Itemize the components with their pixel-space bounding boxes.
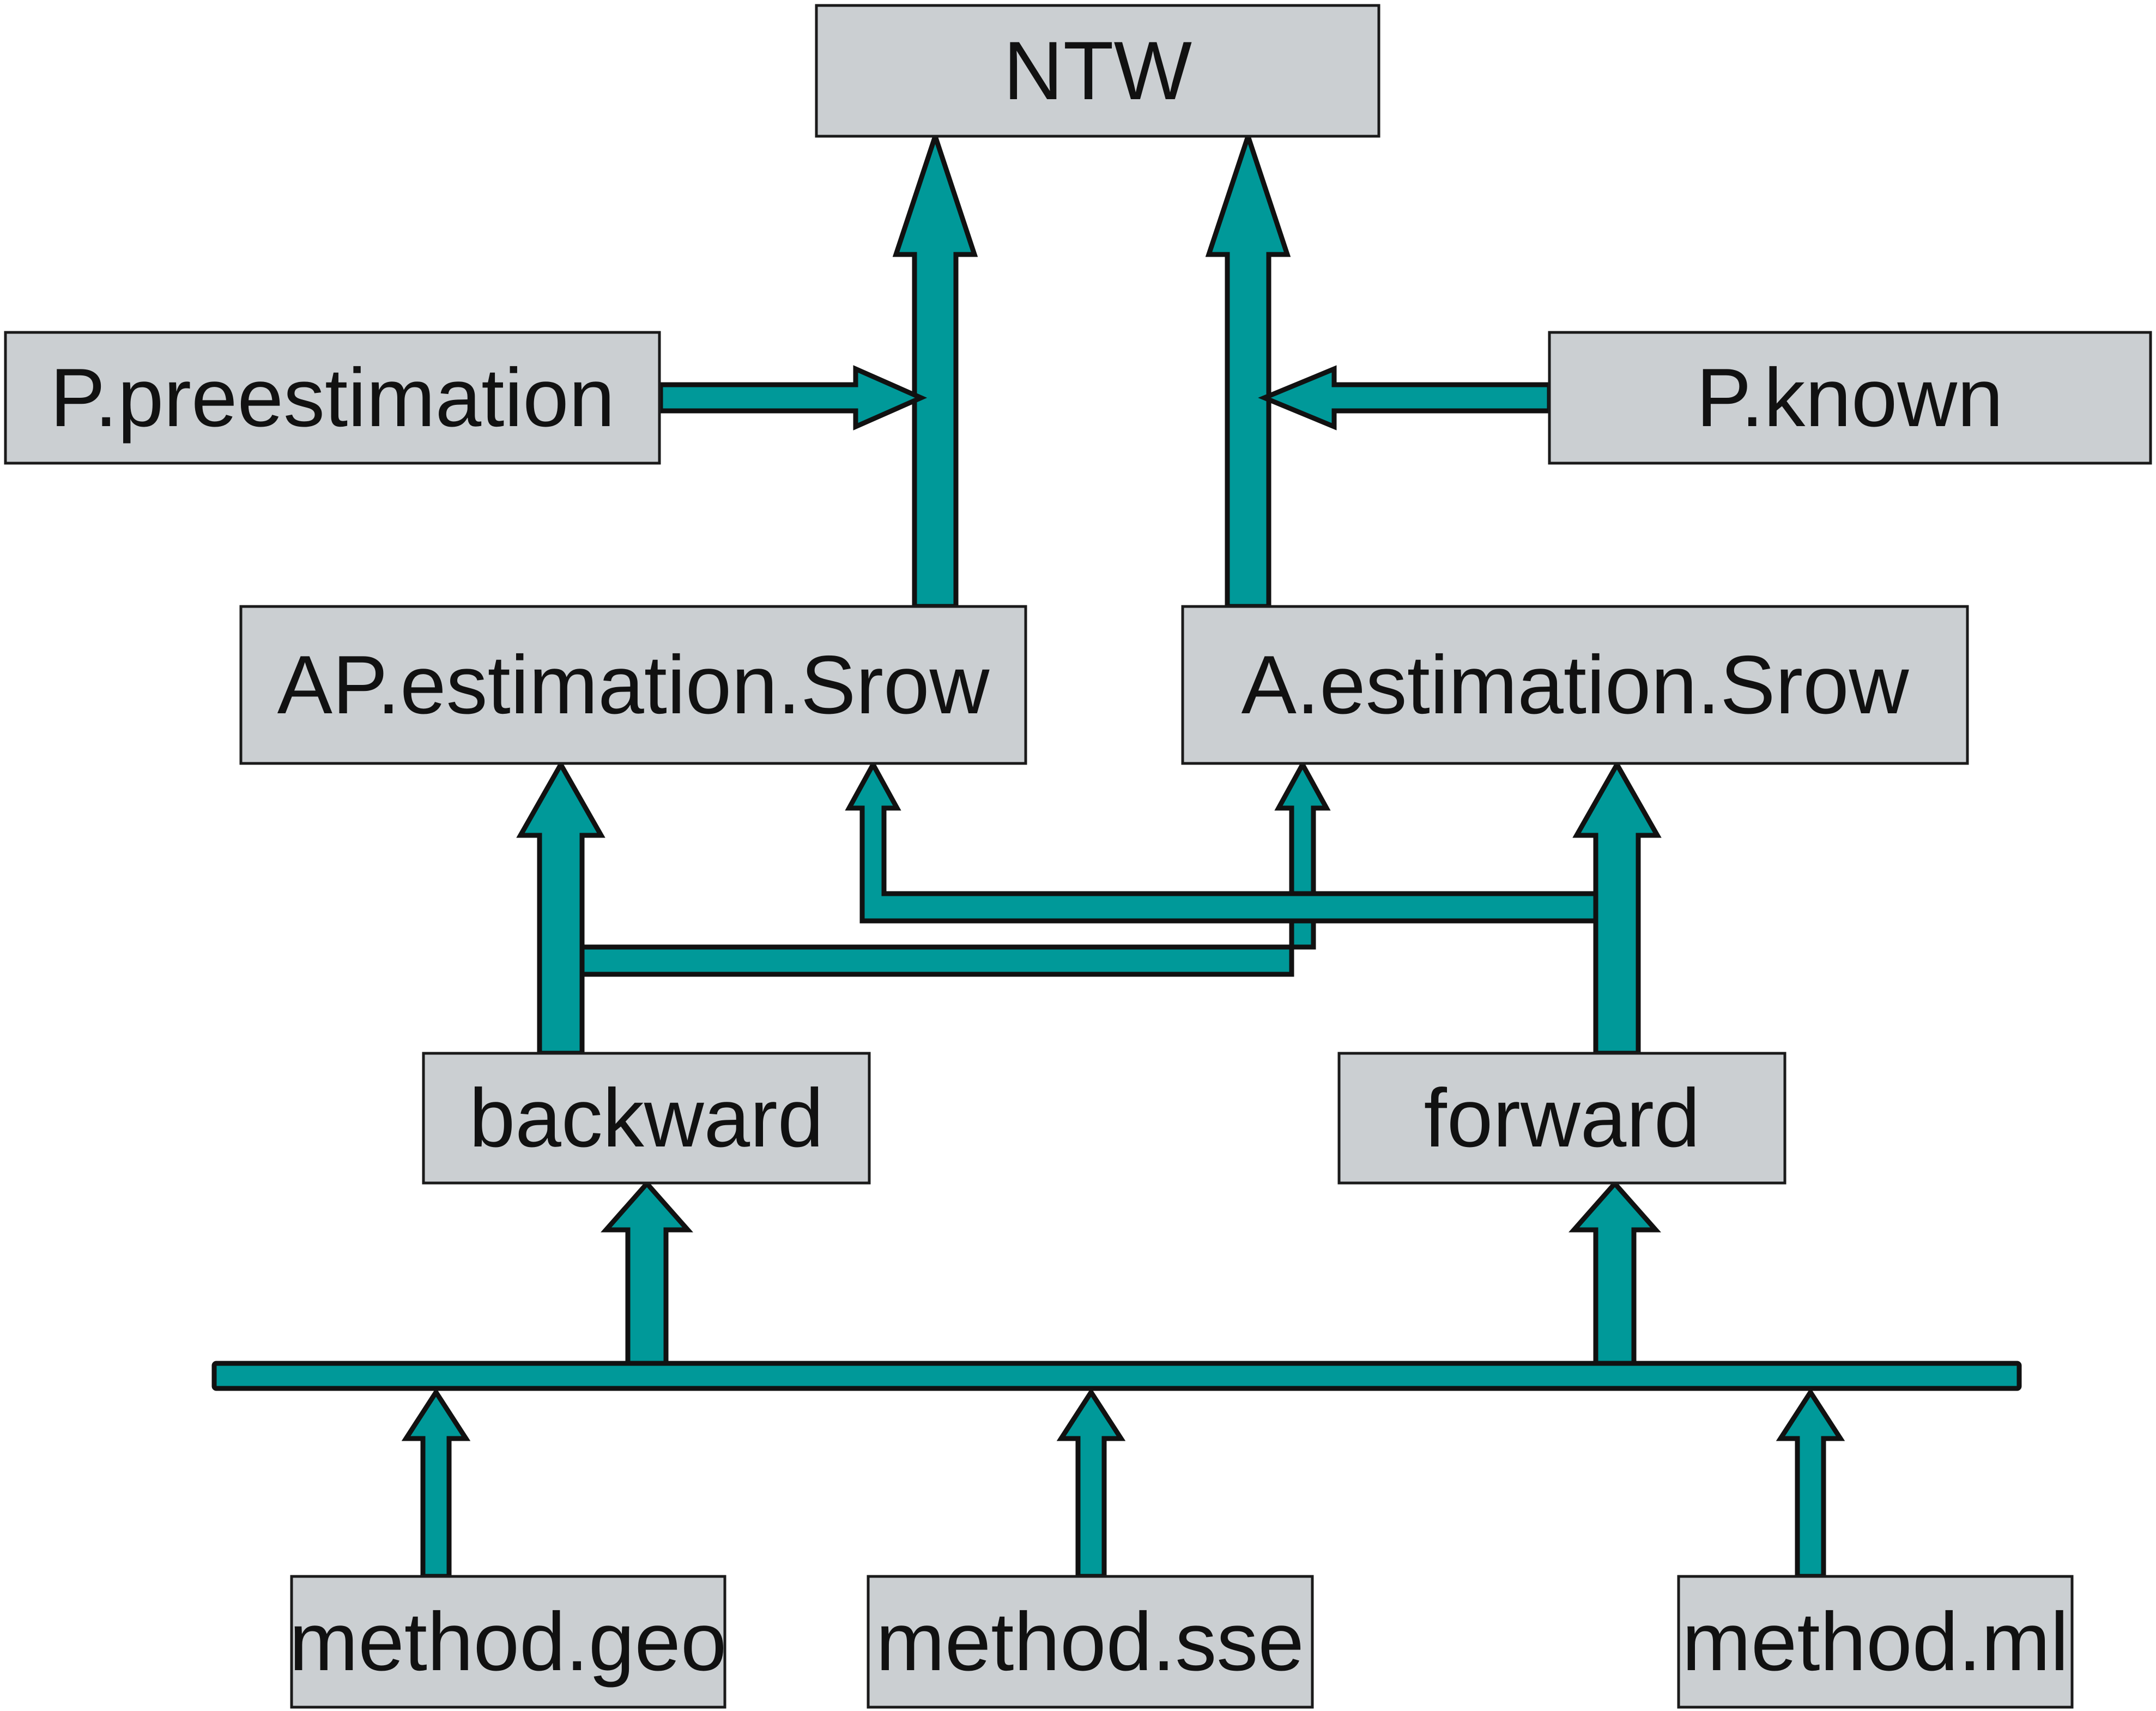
arrow-p-preestimation-to-ntw-path — [658, 365, 928, 430]
arrow-backward-to-ap-estimation — [516, 759, 605, 1056]
arrow-method-geo-to-bus — [401, 1387, 471, 1579]
method-sse-label: method.sse — [876, 1595, 1304, 1688]
method-bus-bar — [211, 1361, 2022, 1391]
node-p-known: P.known — [1548, 331, 2152, 465]
a-estimation-srow-label: A.estimation.Srow — [1241, 639, 1910, 731]
p-known-label: P.known — [1696, 351, 2003, 444]
node-ntw: NTW — [815, 4, 1380, 138]
method-geo-label: method.geo — [289, 1595, 727, 1688]
node-forward: forward — [1337, 1052, 1786, 1185]
node-backward: backward — [422, 1052, 871, 1185]
ntw-label: NTW — [1003, 25, 1192, 117]
arrow-ap-estimation-to-ntw — [892, 128, 978, 609]
node-method-ml: method.ml — [1677, 1575, 2074, 1709]
node-method-geo: method.geo — [289, 1575, 727, 1709]
p-preestimation-label: P.preestimation — [50, 351, 615, 444]
connectors — [211, 128, 2022, 1579]
backward-label: backward — [469, 1072, 824, 1164]
node-ap-estimation-srow: AP.estimation.Srow — [239, 605, 1027, 765]
ap-estimation-srow-label: AP.estimation.Srow — [277, 639, 990, 731]
arrow-bus-to-forward — [1568, 1180, 1661, 1366]
arrow-bus-to-backward — [601, 1180, 693, 1366]
arrow-method-ml-to-bus — [1776, 1387, 1845, 1579]
node-p-preestimation: P.preestimation — [4, 331, 661, 465]
arrow-method-sse-to-bus — [1056, 1387, 1126, 1579]
arrow-forward-to-a-estimation — [1572, 759, 1662, 1056]
node-method-sse: method.sse — [867, 1575, 1314, 1709]
arrow-a-estimation-to-ntw — [1205, 128, 1291, 609]
forward-label: forward — [1424, 1072, 1700, 1164]
node-a-estimation-srow: A.estimation.Srow — [1181, 605, 1969, 765]
arrow-p-known-to-ntw-path — [1258, 365, 1552, 430]
arrow-backward-to-a-estimation — [579, 759, 1331, 977]
method-ml-label: method.ml — [1682, 1595, 2069, 1688]
arrow-forward-to-ap-estimation — [845, 759, 1598, 924]
